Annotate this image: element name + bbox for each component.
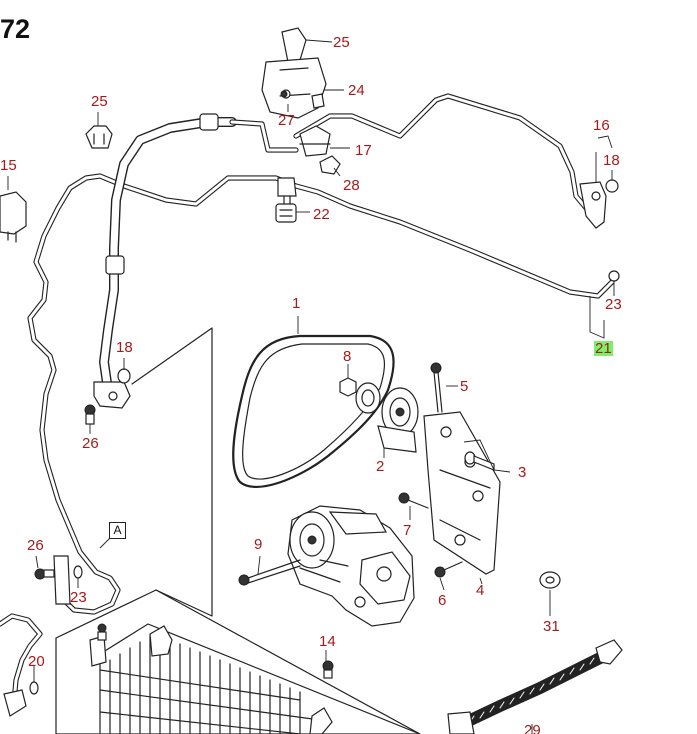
clip-25-left bbox=[85, 125, 113, 149]
callout-14[interactable]: 14 bbox=[319, 633, 336, 650]
callout-23-lower[interactable]: 23 bbox=[70, 589, 87, 606]
fitting-16 bbox=[579, 179, 619, 229]
callout-20[interactable]: 20 bbox=[28, 653, 45, 670]
reference-marker-a: A bbox=[109, 522, 126, 539]
callout-8[interactable]: 8 bbox=[343, 348, 352, 365]
callout-28[interactable]: 28 bbox=[343, 177, 360, 194]
callout-29[interactable]: 29 bbox=[524, 722, 541, 734]
callout-9[interactable]: 9 bbox=[254, 536, 263, 553]
relay-box bbox=[0, 191, 27, 235]
callout-26-upper[interactable]: 26 bbox=[82, 435, 99, 452]
callout-25-top[interactable]: 25 bbox=[333, 34, 350, 51]
callout-25-left[interactable]: 25 bbox=[91, 93, 108, 110]
idler-pulley bbox=[355, 382, 419, 453]
harness-29 bbox=[447, 639, 623, 734]
pipe-bracket-lower bbox=[34, 555, 83, 605]
bolt-14 bbox=[322, 660, 334, 679]
bracket-24 bbox=[261, 27, 327, 119]
callout-3[interactable]: 3 bbox=[518, 464, 527, 481]
pin-3 bbox=[464, 451, 495, 471]
callout-24[interactable]: 24 bbox=[348, 82, 365, 99]
callout-22[interactable]: 22 bbox=[313, 206, 330, 223]
clamp-17 bbox=[299, 125, 341, 175]
callout-27[interactable]: 27 bbox=[278, 112, 295, 129]
callout-17[interactable]: 17 bbox=[355, 142, 372, 159]
ac-pipe-left bbox=[27, 173, 615, 615]
callout-2[interactable]: 2 bbox=[376, 458, 385, 475]
drive-belt bbox=[232, 334, 395, 488]
bolt-6 bbox=[434, 561, 463, 578]
nut-8 bbox=[339, 377, 357, 397]
callout-4[interactable]: 4 bbox=[476, 582, 485, 599]
callout-31[interactable]: 31 bbox=[543, 618, 560, 635]
engine-outline bbox=[131, 327, 213, 617]
callout-1[interactable]: 1 bbox=[292, 295, 301, 312]
callout-15[interactable]: 15 bbox=[0, 157, 17, 174]
bolt-5 bbox=[430, 362, 443, 413]
ac-compressor bbox=[287, 505, 415, 627]
oring-23-right bbox=[608, 270, 620, 282]
callout-21[interactable]: 21 bbox=[594, 340, 613, 357]
callout-26-lower[interactable]: 26 bbox=[27, 537, 44, 554]
ac-pipe-upper bbox=[293, 93, 601, 211]
callout-7[interactable]: 7 bbox=[403, 522, 412, 539]
callout-18-right[interactable]: 18 bbox=[603, 152, 620, 169]
bolt-7 bbox=[398, 492, 429, 509]
pressure-switch bbox=[275, 177, 297, 223]
callout-23-right[interactable]: 23 bbox=[605, 296, 622, 313]
condenser bbox=[55, 589, 421, 734]
callout-16[interactable]: 16 bbox=[593, 117, 610, 134]
pipe-20 bbox=[0, 613, 43, 717]
callout-6[interactable]: 6 bbox=[438, 592, 447, 609]
compressor-bracket bbox=[423, 411, 501, 575]
page-number: 72 bbox=[0, 14, 31, 44]
grommet-31 bbox=[539, 571, 561, 589]
callout-18-left[interactable]: 18 bbox=[116, 339, 133, 356]
bolt-9 bbox=[238, 559, 301, 586]
leader-lines bbox=[7, 39, 615, 734]
callout-5[interactable]: 5 bbox=[460, 378, 469, 395]
bolt-26 bbox=[84, 404, 96, 425]
oring-18-left bbox=[117, 368, 131, 384]
